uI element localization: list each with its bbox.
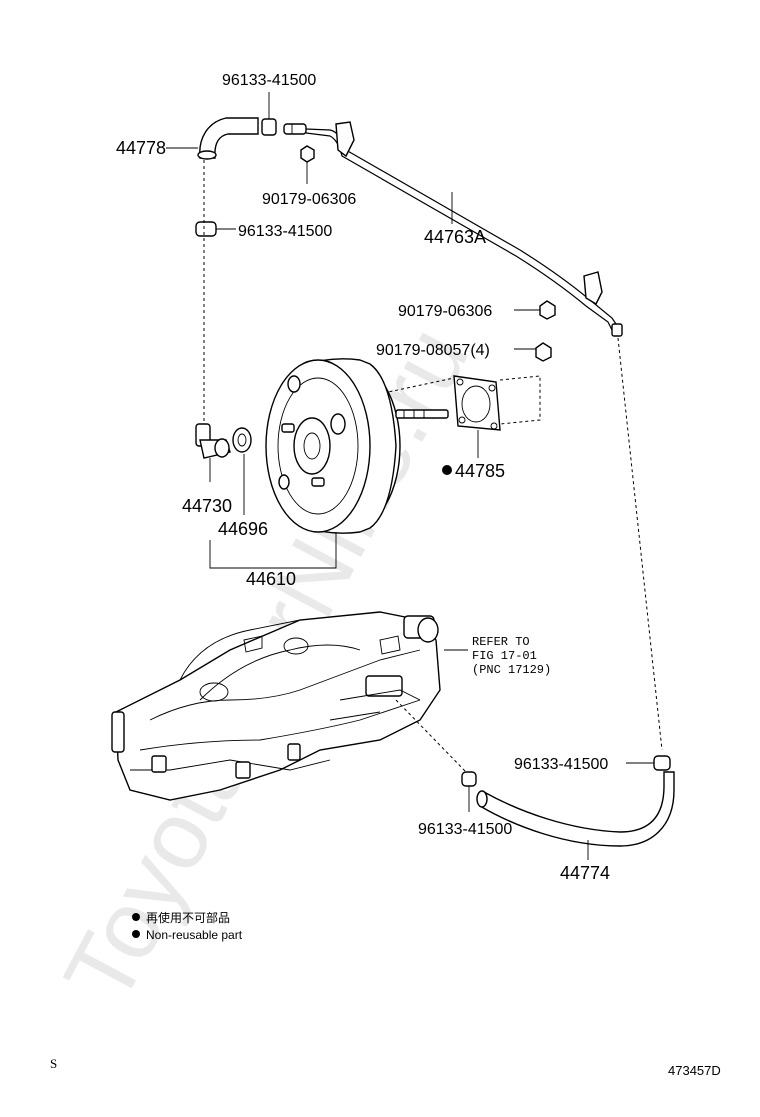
grommet-44696 <box>232 427 252 515</box>
intake-manifold <box>111 611 441 801</box>
label-44785: 44785 <box>455 461 505 481</box>
label-44610: 44610 <box>246 569 296 589</box>
label-44778: 44778 <box>116 138 166 158</box>
clamp-top <box>261 104 277 136</box>
refer-line1: REFER TO <box>472 635 530 649</box>
label-44774: 44774 <box>560 863 610 883</box>
footer-code: 473457D <box>668 1063 721 1078</box>
clamp-right <box>626 755 671 771</box>
label-44730: 44730 <box>182 496 232 516</box>
clamp-mid <box>195 221 236 237</box>
tube-44763a <box>305 121 623 337</box>
hose-44778 <box>197 117 259 160</box>
label-nut-booster: 90179-08057(4) <box>376 342 490 359</box>
clamp-bottom <box>461 771 477 812</box>
legend-dot-jp <box>132 913 140 921</box>
label-clamp-mid: 96133-41500 <box>238 223 332 240</box>
label-44696: 44696 <box>218 519 268 539</box>
label-44763a: 44763A <box>424 227 486 247</box>
legend-jp: 再使用不可部品 <box>146 910 230 925</box>
check-valve-44730 <box>195 423 231 482</box>
nut-top <box>300 145 315 184</box>
legend-en: Non-reusable part <box>146 928 243 942</box>
gasket-44785 <box>453 375 501 458</box>
tube-connector <box>283 123 307 135</box>
label-clamp-bottom: 96133-41500 <box>418 821 512 838</box>
assembly-bracket <box>209 532 337 569</box>
label-nut-right: 90179-06306 <box>398 303 492 320</box>
label-clamp-right: 96133-41500 <box>514 756 608 773</box>
label-clamp-top: 96133-41500 <box>222 72 316 89</box>
guide-clamp-bottom <box>395 699 467 773</box>
refer-line3: (PNC 17129) <box>472 663 551 677</box>
nut-right <box>514 300 556 320</box>
nonreusable-dot <box>442 465 452 475</box>
brake-booster <box>265 358 449 534</box>
label-nut-top: 90179-06306 <box>262 191 356 208</box>
hose-44774 <box>476 771 675 847</box>
legend-dot-en <box>132 930 140 938</box>
refer-line2: FIG 17-01 <box>472 649 537 663</box>
nut-booster <box>514 342 552 362</box>
footer-left: S <box>50 1056 57 1071</box>
